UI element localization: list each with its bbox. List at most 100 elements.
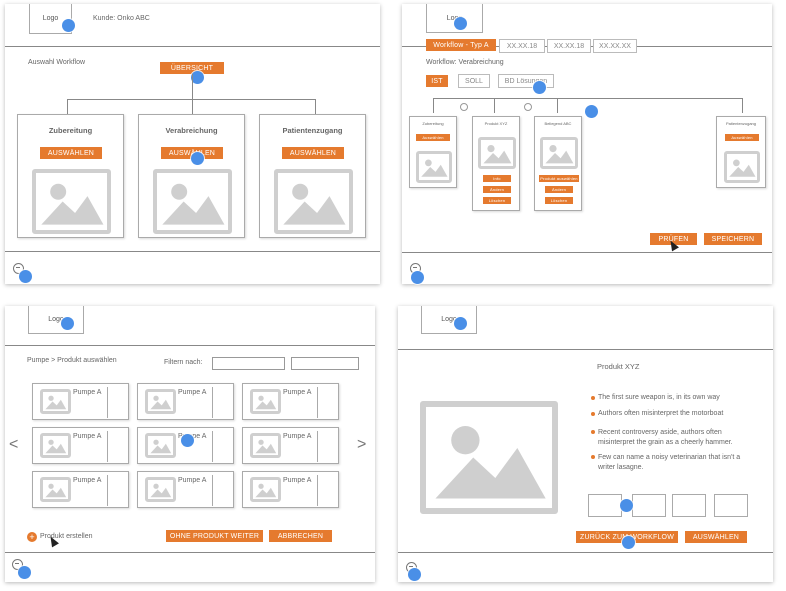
back-icon[interactable] — [13, 263, 24, 274]
product-card[interactable]: Pumpe A — [137, 471, 234, 508]
select-button[interactable]: AUSWÄHLEN — [685, 531, 747, 543]
product-name: Pumpe A — [283, 389, 312, 396]
hotspot-dot[interactable] — [622, 536, 635, 549]
hotspot-dot[interactable] — [533, 81, 546, 94]
continue-without-product-button[interactable]: OHNE PRODUKT WEITER — [166, 530, 263, 542]
image-placeholder-icon — [724, 151, 760, 183]
delete-button[interactable]: Löschen — [483, 197, 511, 204]
breadcrumb: Pumpe > Produkt auswählen — [27, 357, 117, 364]
next-arrow-icon[interactable]: > — [357, 436, 367, 453]
filter-input[interactable] — [291, 357, 359, 370]
bullet-icon — [591, 412, 595, 416]
connector — [192, 74, 193, 99]
select-button[interactable]: AUSWÄHLEN — [40, 147, 102, 159]
product-name: Pumpe A — [178, 389, 207, 396]
panel-product-selection: Logo Pumpe > Produkt auswählen Filtern n… — [5, 306, 375, 582]
connector — [315, 99, 316, 114]
hotspot-dot[interactable] — [62, 19, 75, 32]
card-divider — [212, 475, 213, 506]
customer-label: Kunde: Onko ABC — [93, 15, 150, 22]
hotspot-dot[interactable] — [191, 71, 204, 84]
edit-button[interactable]: Ändern — [483, 186, 511, 193]
hotspot-dot[interactable] — [61, 317, 74, 330]
bullet-text: Recent controversy aside, authors often … — [598, 429, 733, 446]
panel-product-detail: Logo Produkt XYZ The first sure weapon i… — [398, 306, 773, 582]
card-divider — [107, 431, 108, 462]
step-title: Produkt XYZ — [484, 121, 508, 126]
image-placeholder-icon — [145, 433, 176, 458]
product-card[interactable]: Pumpe A — [32, 427, 129, 464]
edit-button[interactable]: Ändern — [545, 186, 573, 193]
hotspot-dot[interactable] — [18, 566, 31, 579]
add-step-icon[interactable] — [524, 103, 532, 111]
info-button[interactable]: Info — [483, 175, 511, 182]
step-card-beliegend[interactable]: Beliegend ABC Produkt auswählen Ändern L… — [534, 116, 582, 211]
product-card[interactable]: Pumpe A — [242, 427, 339, 464]
overview-button[interactable]: ÜBERSICHT — [160, 62, 224, 74]
product-name: Pumpe A — [283, 477, 312, 484]
check-button[interactable]: PRÜFEN — [650, 233, 697, 245]
hotspot-dot[interactable] — [454, 17, 467, 30]
product-name: Pumpe A — [73, 433, 102, 440]
card-divider — [107, 475, 108, 506]
logo: Logo — [421, 306, 477, 334]
thumbnail[interactable] — [588, 494, 622, 517]
tab-date[interactable]: XX.XX.18 — [499, 39, 545, 53]
select-product-button[interactable]: Produkt auswählen — [539, 175, 579, 182]
filter-input[interactable] — [212, 357, 285, 370]
mode-ist-button[interactable]: IST — [426, 75, 448, 87]
image-placeholder-icon — [274, 169, 353, 234]
hotspot-dot[interactable] — [191, 152, 204, 165]
image-placeholder-icon — [250, 433, 281, 458]
footer-divider — [5, 552, 375, 553]
footer-divider — [5, 251, 380, 252]
workflow-card-patientenzugang[interactable]: Patientenzugang AUSWÄHLEN — [259, 114, 366, 238]
header-divider — [5, 46, 380, 47]
step-title: Patientenzugang — [725, 121, 757, 126]
product-card[interactable]: Pumpe A — [32, 471, 129, 508]
save-button[interactable]: SPEICHERN — [704, 233, 762, 245]
prev-arrow-icon[interactable]: < — [9, 436, 19, 453]
panel-workflow-editor: Logo Workflow - Typ A XX.XX.18 XX.XX.18 … — [402, 4, 772, 284]
hotspot-dot[interactable] — [19, 270, 32, 283]
create-product-label[interactable]: Produkt erstellen — [40, 533, 93, 540]
product-name: Pumpe A — [73, 477, 102, 484]
hotspot-dot[interactable] — [408, 568, 421, 581]
mode-soll-button[interactable]: SOLL — [458, 74, 490, 88]
step-card-patientenzugang[interactable]: Patientenzugang Auswählen — [716, 116, 766, 188]
step-card-produkt[interactable]: Produkt XYZ Info Ändern Löschen — [472, 116, 520, 211]
image-placeholder-icon — [40, 433, 71, 458]
thumbnail[interactable] — [714, 494, 748, 517]
delete-button[interactable]: Löschen — [545, 197, 573, 204]
workflow-card-verabreichung[interactable]: Verabreichung AUSWÄHLEN — [138, 114, 245, 238]
product-card[interactable]: Pumpe A — [242, 383, 339, 420]
add-step-icon[interactable] — [460, 103, 468, 111]
tab-date[interactable]: XX.XX.XX — [593, 39, 637, 53]
thumbnail[interactable] — [672, 494, 706, 517]
product-card[interactable]: Pumpe A — [32, 383, 129, 420]
add-product-icon[interactable]: + — [27, 532, 37, 542]
select-button[interactable]: Auswählen — [725, 134, 759, 141]
hotspot-dot[interactable] — [411, 271, 424, 284]
cancel-button[interactable]: ABBRECHEN — [269, 530, 332, 542]
step-title: Zubereitung — [422, 121, 444, 126]
tab-date[interactable]: XX.XX.18 — [547, 39, 591, 53]
hotspot-dot[interactable] — [454, 317, 467, 330]
hotspot-dot[interactable] — [585, 105, 598, 118]
select-button[interactable]: Auswählen — [416, 134, 450, 141]
tab-workflow-type[interactable]: Workflow - Typ A — [426, 39, 496, 51]
hotspot-dot[interactable] — [620, 499, 633, 512]
workflow-card-zubereitung[interactable]: Zubereitung AUSWÄHLEN — [17, 114, 124, 238]
back-icon[interactable] — [12, 559, 23, 570]
image-placeholder-icon — [40, 477, 71, 502]
hotspot-dot[interactable] — [181, 434, 194, 447]
product-card[interactable]: Pumpe A — [242, 471, 339, 508]
thumbnail[interactable] — [632, 494, 666, 517]
select-button[interactable]: AUSWÄHLEN — [282, 147, 344, 159]
image-placeholder-icon — [153, 169, 232, 234]
product-name: Pumpe A — [283, 433, 312, 440]
product-name: Pumpe A — [178, 477, 207, 484]
product-card[interactable]: Pumpe A — [137, 383, 234, 420]
image-placeholder-icon — [145, 389, 176, 414]
step-card-zubereitung[interactable]: Zubereitung Auswählen — [409, 116, 457, 188]
